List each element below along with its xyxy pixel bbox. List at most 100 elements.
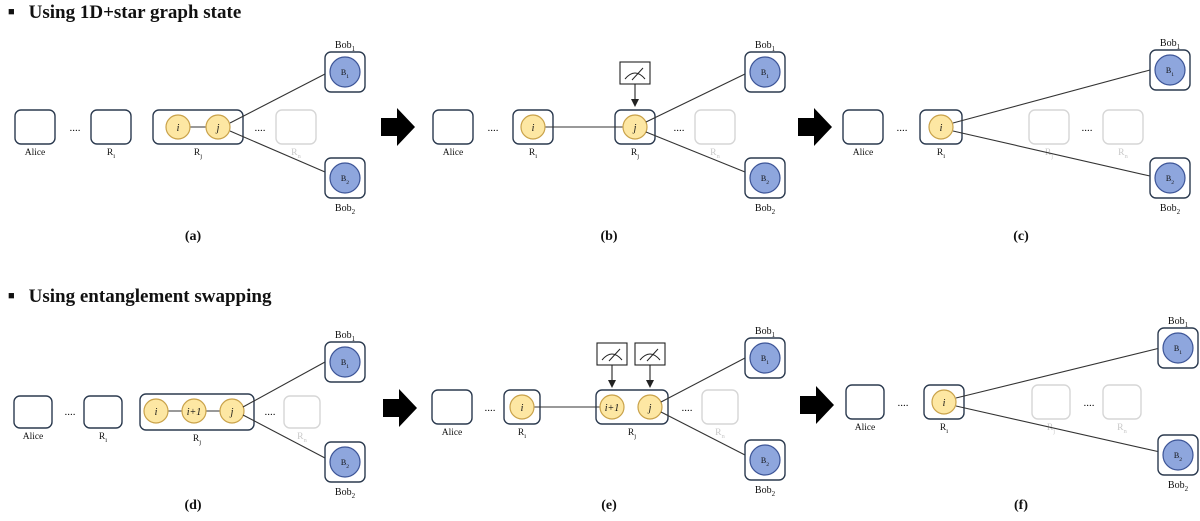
rn-node xyxy=(694,109,736,145)
qubit-node xyxy=(165,114,191,140)
bob-qubit xyxy=(749,162,781,194)
bob-qubit-label: B1 xyxy=(1174,344,1182,356)
ri-node-label: Ri xyxy=(940,423,948,435)
transition-arrow-icon xyxy=(381,108,415,146)
rn-node xyxy=(275,109,317,145)
ellipsis: .... xyxy=(70,122,81,134)
qubit-node xyxy=(143,398,169,424)
panel-label-c: (c) xyxy=(1013,229,1029,244)
qubit-label: i xyxy=(940,123,943,134)
entanglement-edge xyxy=(955,347,1161,399)
bob-qubit-label: B2 xyxy=(341,458,349,470)
entanglement-edge xyxy=(660,357,746,403)
alice-node-label: Alice xyxy=(855,423,876,433)
alice-node-label: Alice xyxy=(442,428,463,438)
bob1-label: Bob1 xyxy=(335,40,356,53)
rj-node xyxy=(1028,109,1070,145)
bob-qubit-label: B1 xyxy=(761,68,769,80)
alice-node xyxy=(431,389,473,425)
qubit-node xyxy=(599,394,625,420)
bob-qubit xyxy=(329,162,361,194)
ri-node-label: Ri xyxy=(107,148,115,160)
transition-arrow-icon xyxy=(800,386,834,424)
alice-node xyxy=(842,109,884,145)
alice-node xyxy=(14,109,56,145)
alice-node-label: Alice xyxy=(23,432,44,442)
alice-node xyxy=(432,109,474,145)
ellipsis: .... xyxy=(1084,397,1095,409)
bob-qubit xyxy=(749,342,781,374)
ellipsis: .... xyxy=(897,122,908,134)
qubit-node xyxy=(928,114,954,140)
rn-node-label: Rn xyxy=(1117,423,1127,435)
qubit-node xyxy=(637,394,663,420)
entanglement-edge xyxy=(952,130,1151,177)
qubit-node xyxy=(509,394,535,420)
bob1-label: Bob1 xyxy=(755,40,776,53)
bob-qubit-label: B2 xyxy=(341,174,349,186)
ellipsis: .... xyxy=(674,122,685,134)
bob-qubit xyxy=(1162,439,1194,471)
entanglement-edge xyxy=(242,414,326,459)
section-title-swapping: ■ Using entanglement swapping xyxy=(8,286,271,308)
rn-node-label: Rn xyxy=(710,148,720,160)
bob1-label: Bob1 xyxy=(755,326,776,339)
panel-label-d: (d) xyxy=(184,498,201,513)
bullet-icon: ■ xyxy=(8,290,15,302)
entanglement-edge xyxy=(645,73,746,123)
rn-node xyxy=(1102,109,1144,145)
bob1-label: Bob1 xyxy=(335,330,356,343)
panel-label-a: (a) xyxy=(185,229,202,244)
panel-label-e: (e) xyxy=(601,498,617,513)
section-title-1d-star-text: Using 1D+star graph state xyxy=(28,2,242,23)
entanglement-edge xyxy=(242,361,326,408)
bob2-label: Bob2 xyxy=(1160,203,1181,216)
alice-node-label: Alice xyxy=(25,148,46,158)
section-title-1d-star: ■Using 1D+star graph state xyxy=(8,2,241,24)
qubit-label: i xyxy=(943,398,946,409)
rn-node xyxy=(283,395,321,429)
rn-node-label: Rn xyxy=(715,428,725,440)
qubit-node xyxy=(205,114,231,140)
ri-node xyxy=(90,109,132,145)
transition-arrow-icon xyxy=(383,389,417,427)
ellipsis: .... xyxy=(898,397,909,409)
entanglement-edge xyxy=(229,73,326,124)
rn-node-label: Rn xyxy=(1118,148,1128,160)
qubit-node xyxy=(219,398,245,424)
panel-label-f: (f) xyxy=(1014,498,1028,513)
rj-node-label: Rj xyxy=(1045,148,1053,160)
rj-node xyxy=(1031,384,1071,420)
panel-label: (d) xyxy=(184,498,201,513)
measurement-meter-icon xyxy=(634,342,666,388)
rj-node-label: Rj xyxy=(194,148,202,160)
rj-node-label: Rj xyxy=(628,428,636,440)
rn-node xyxy=(1102,384,1142,420)
entanglement-edge xyxy=(645,131,746,173)
qubit-label: i+1 xyxy=(605,403,620,414)
qubit-label: i xyxy=(532,123,535,134)
qubit-label: j xyxy=(229,407,234,418)
ellipsis: .... xyxy=(488,122,499,134)
qubit-label: j xyxy=(647,403,652,414)
ellipsis: .... xyxy=(485,402,496,414)
entanglement-edge xyxy=(660,411,746,456)
bob-qubit xyxy=(1162,332,1194,364)
qubit-label: i+1 xyxy=(187,407,202,418)
ri-node-label: Ri xyxy=(529,148,537,160)
ellipsis: .... xyxy=(255,122,266,134)
bob2-label: Bob2 xyxy=(755,203,776,216)
panel-label: (c) xyxy=(1013,229,1029,244)
transition-arrow-icon xyxy=(798,108,832,146)
section-title-swapping-text: Using entanglement swapping xyxy=(28,286,272,307)
ri-node-label: Ri xyxy=(518,428,526,440)
ellipsis: .... xyxy=(682,402,693,414)
rn-node-label: Rn xyxy=(297,432,307,444)
bob1-label: Bob1 xyxy=(1160,38,1181,51)
bob2-label: Bob2 xyxy=(335,487,356,500)
